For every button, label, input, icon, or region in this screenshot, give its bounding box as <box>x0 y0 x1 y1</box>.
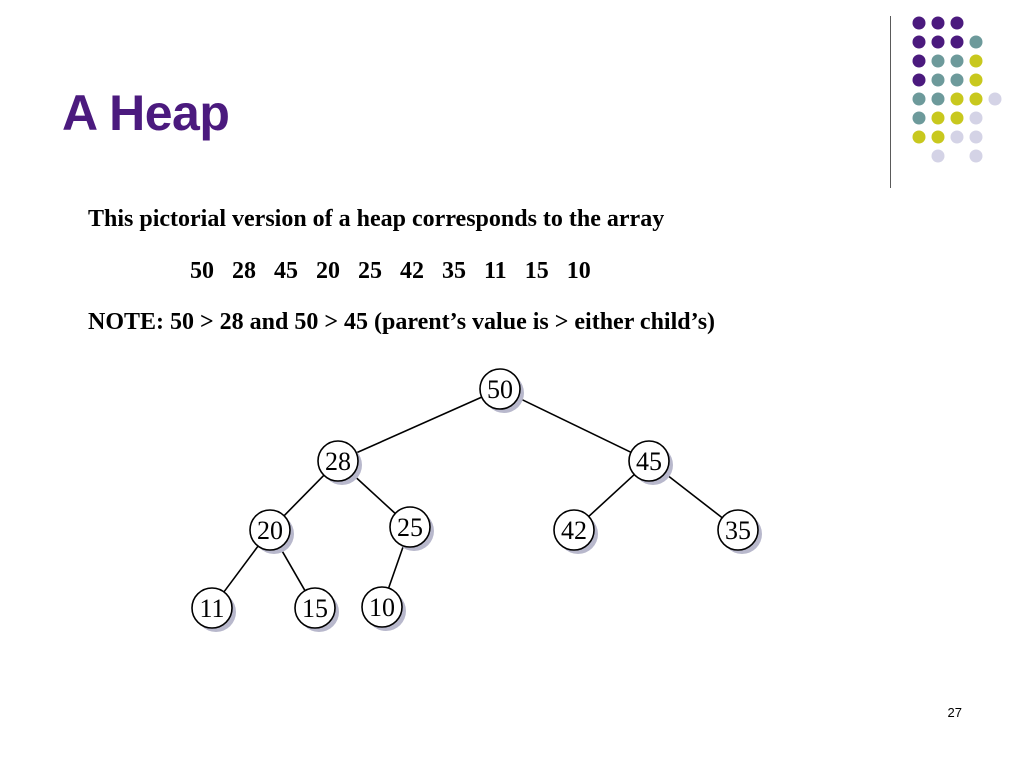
decorative-dot <box>912 16 926 30</box>
heap-node: 20 <box>249 509 294 554</box>
heap-node-value: 11 <box>199 594 224 623</box>
array-value: 25 <box>358 258 382 284</box>
intro-text: This pictorial version of a heap corresp… <box>88 206 665 232</box>
tree-edge <box>352 473 396 515</box>
array-value: 15 <box>524 258 549 284</box>
decorative-dot <box>950 73 964 87</box>
array-values: 50 28 45 20 25 42 35 11 15 10 <box>190 259 609 283</box>
slide-number: 27 <box>947 705 962 720</box>
heap-node: 35 <box>717 509 762 554</box>
note-text: NOTE: 50 > 28 and 50 > 45 (parent’s valu… <box>88 309 716 335</box>
heap-node: 10 <box>361 586 406 631</box>
decorative-dot <box>912 73 926 87</box>
decorative-dot <box>912 130 926 144</box>
array-value: 42 <box>400 258 424 284</box>
heap-node-value: 42 <box>561 516 587 545</box>
decorative-dot <box>969 111 983 125</box>
heap-node-value: 45 <box>636 447 662 476</box>
heap-node-value: 25 <box>397 513 423 542</box>
array-value: 11 <box>484 258 507 284</box>
decorative-dot <box>969 149 983 163</box>
heap-node-circle <box>553 509 595 551</box>
decorative-dot <box>969 73 983 87</box>
decorative-dot <box>950 16 964 30</box>
tree-edge <box>223 545 259 593</box>
decorative-dot <box>931 130 945 144</box>
decorative-dot <box>931 16 945 30</box>
array-value: 20 <box>316 258 340 284</box>
tree-edge <box>279 546 306 592</box>
decorative-dot <box>931 92 945 106</box>
heap-node: 42 <box>553 509 598 554</box>
tree-edge <box>283 474 325 517</box>
heap-node-circle <box>249 509 291 551</box>
heap-tree-diagram: 50 28 45 20 25 42 35 11 15 10 <box>191 368 762 632</box>
decorative-dot <box>931 149 945 163</box>
decorative-dot <box>969 130 983 144</box>
heap-node-circle <box>361 586 403 628</box>
decorative-dot <box>912 35 926 49</box>
decorative-dot <box>931 73 945 87</box>
decorative-dot <box>950 130 964 144</box>
decorative-dot <box>950 54 964 68</box>
heap-node-value: 50 <box>487 375 513 404</box>
tree-edge <box>664 472 723 519</box>
heap-node-circle <box>294 587 336 629</box>
heap-node: 11 <box>191 587 236 632</box>
heap-node: 50 <box>479 368 524 413</box>
heap-node-value: 10 <box>369 593 395 622</box>
heap-node: 25 <box>389 506 434 551</box>
heap-node: 28 <box>317 440 362 485</box>
decorative-dot <box>988 92 1002 106</box>
decorative-dot <box>969 92 983 106</box>
decorative-dot-grid <box>912 16 1002 163</box>
decorative-dot <box>912 92 926 106</box>
heap-node-value: 20 <box>257 516 283 545</box>
decorative-dot <box>931 54 945 68</box>
decorative-dot <box>950 111 964 125</box>
array-value: 10 <box>566 258 591 284</box>
heap-node-circle <box>717 509 759 551</box>
array-value: 50 <box>190 258 214 284</box>
tree-edge <box>588 473 635 518</box>
heap-node-circle <box>191 587 233 629</box>
heap-node-circle <box>389 506 431 548</box>
decorative-dot <box>931 35 945 49</box>
decorative-dot <box>950 35 964 49</box>
heap-node-value: 35 <box>725 516 751 545</box>
heap-node-value: 15 <box>302 594 328 623</box>
heap-node: 45 <box>628 440 673 485</box>
heap-node: 15 <box>294 587 339 632</box>
heap-node-circle <box>479 368 521 410</box>
decorative-dot <box>912 54 926 68</box>
array-value: 35 <box>442 258 466 284</box>
tree-edge <box>387 545 405 589</box>
array-value: 45 <box>274 258 298 284</box>
heap-node-circle <box>317 440 359 482</box>
decorative-divider-line <box>890 16 891 188</box>
tree-edge <box>355 396 483 454</box>
decorative-dot <box>931 111 945 125</box>
decorative-dot <box>950 92 964 106</box>
decorative-dot <box>969 35 983 49</box>
slide-title: A Heap <box>62 85 230 141</box>
heap-node-value: 28 <box>325 447 351 476</box>
tree-edge <box>517 396 632 454</box>
decorative-dot <box>912 111 926 125</box>
array-value: 28 <box>232 258 256 284</box>
heap-node-circle <box>628 440 670 482</box>
decorative-dot <box>969 54 983 68</box>
